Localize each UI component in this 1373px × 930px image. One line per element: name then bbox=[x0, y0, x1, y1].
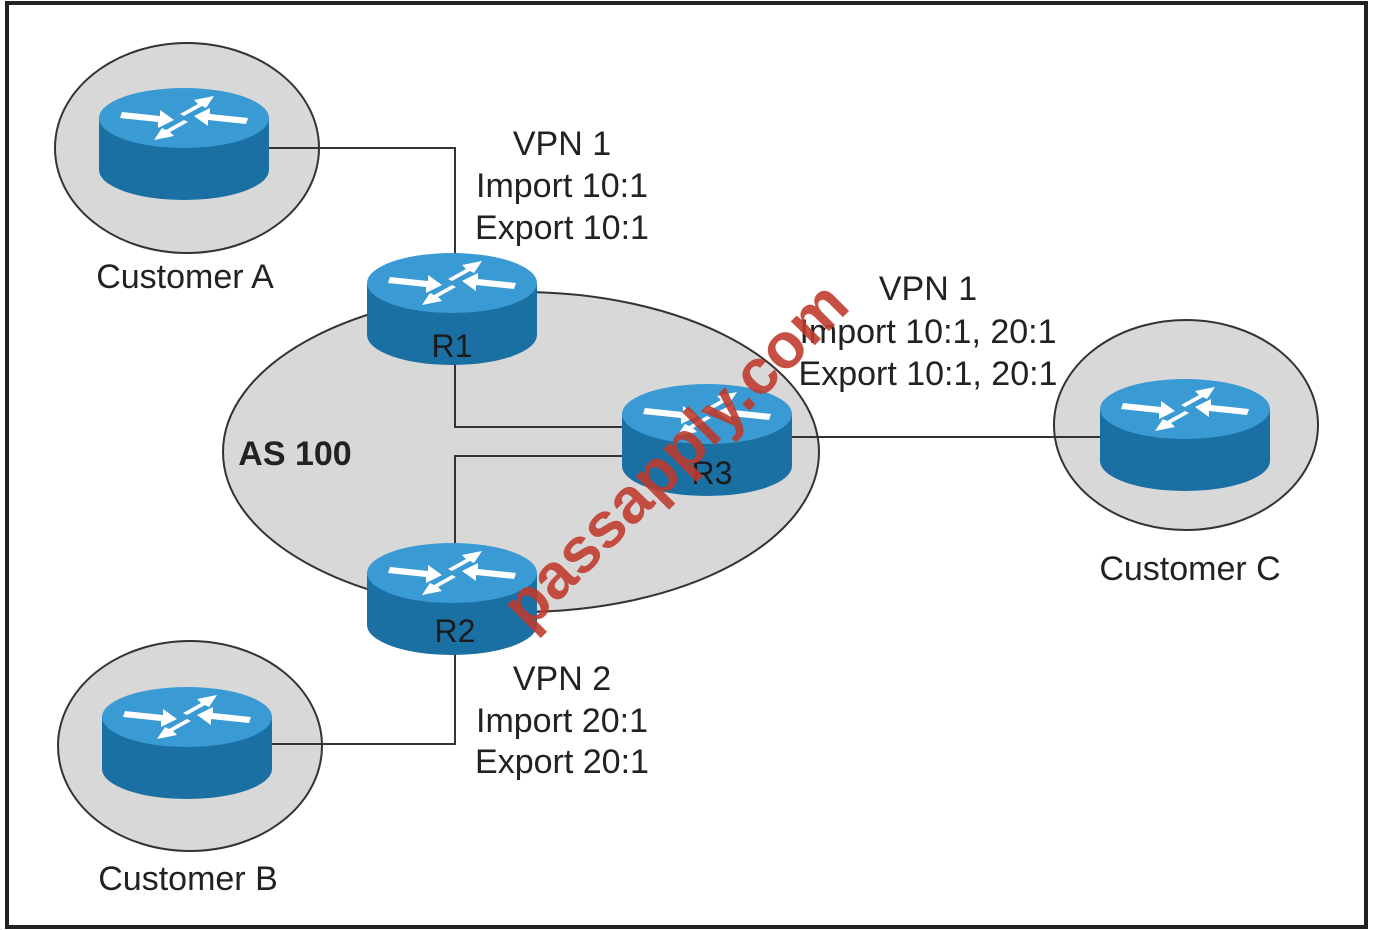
link-r1-r3 bbox=[454, 350, 625, 428]
customer-b-label: Customer B bbox=[98, 860, 278, 898]
router-custb-icon bbox=[102, 687, 272, 799]
customer-c-label: Customer C bbox=[1099, 550, 1280, 588]
router-r2-label: R2 bbox=[435, 613, 476, 649]
as-label: AS 100 bbox=[238, 435, 351, 473]
link-r2-r3 bbox=[454, 455, 625, 560]
vpn-r1-import: Import 10:1 bbox=[476, 167, 648, 205]
vpn-r2-name: VPN 2 bbox=[513, 660, 611, 698]
links bbox=[268, 147, 1105, 745]
router-custc-icon bbox=[1100, 379, 1270, 491]
router-r3-label: R3 bbox=[692, 455, 733, 491]
vpn-r2-import: Import 20:1 bbox=[476, 702, 648, 740]
vpn-r1-name: VPN 1 bbox=[513, 125, 611, 163]
link-r2-custb bbox=[270, 640, 456, 745]
vpn-r3-import: Import 10:1, 20:1 bbox=[799, 313, 1056, 351]
router-custa-icon bbox=[99, 88, 269, 200]
vpn-r3-export: Export 10:1, 20:1 bbox=[799, 355, 1058, 393]
router-r1-label: R1 bbox=[432, 328, 473, 364]
vpn-r2-export: Export 20:1 bbox=[475, 743, 649, 781]
vpn-r1-config: VPN 1 Import 10:1 Export 10:1 bbox=[475, 125, 649, 247]
customer-a-label: Customer A bbox=[96, 258, 274, 296]
vpn-r3-name: VPN 1 bbox=[879, 270, 977, 308]
link-custa-r1 bbox=[268, 147, 456, 270]
vpn-r1-export: Export 10:1 bbox=[475, 209, 649, 247]
vpn-r2-config: VPN 2 Import 20:1 Export 20:1 bbox=[475, 660, 649, 781]
vpn-r3-config: VPN 1 Import 10:1, 20:1 Export 10:1, 20:… bbox=[799, 270, 1058, 393]
